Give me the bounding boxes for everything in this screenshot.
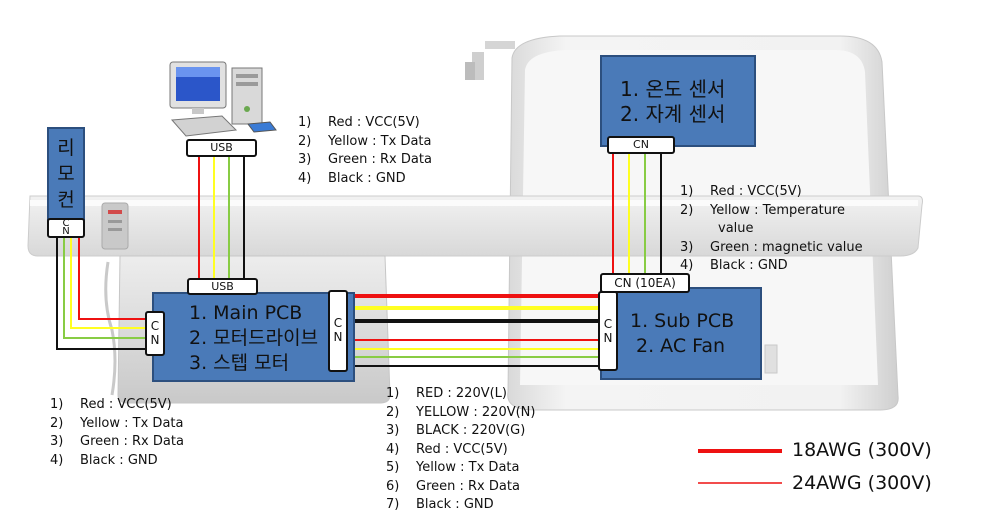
legend-item: 6)Green : Rx Data: [386, 478, 520, 494]
legend-item: 1)Red : VCC(5V): [298, 115, 420, 130]
legend-item: 1)Red : VCC(5V): [50, 397, 172, 412]
sub-connector-label: CN (10EA): [614, 276, 676, 290]
sub-left-connector: C N: [598, 291, 618, 371]
remote-char: 리: [57, 137, 75, 159]
main-left-connector-n: N: [150, 333, 160, 347]
legend-item: 5)Yellow : Tx Data: [386, 460, 520, 475]
remote-wire-legend: 1)Red : VCC(5V) 2)Yellow : Tx Data 3)Gre…: [50, 396, 184, 470]
legend-item: 1)RED : 220V(L): [386, 386, 507, 401]
legend-item: 2)Yellow : Tx Data: [50, 415, 184, 431]
remote-connector: C N: [47, 218, 85, 238]
wire-remote-red: [78, 237, 148, 320]
wire-gauge-label-18awg: 18AWG (300V): [792, 439, 932, 461]
usb-bottom-label: USB: [211, 280, 234, 293]
wire-gauge-label-24awg: 24AWG (300V): [792, 472, 932, 494]
main-left-connector-c: C: [150, 319, 160, 333]
legend-item: 1)Red : VCC(5V): [680, 184, 802, 199]
legend-item: 2)YELLOW : 220V(N): [386, 404, 536, 420]
sub-pcb-box: 1. Sub PCB 2. AC Fan: [600, 287, 762, 380]
usb-wire-legend: 1)Red : VCC(5V) 2)Yellow : Tx Data 3)Gre…: [298, 114, 432, 188]
main-wire-legend: 1)RED : 220V(L) 2)YELLOW : 220V(N) 3)BLA…: [386, 385, 535, 515]
sub-pcb-line: 2. AC Fan: [636, 335, 726, 357]
legend-item: 3)BLACK : 220V(G): [386, 423, 526, 438]
main-pcb-line: 3. 스텝 모터: [189, 352, 290, 374]
usb-top-connector: USB: [186, 139, 257, 157]
legend-item: 4)Black : GND: [298, 170, 406, 186]
wire-remote-green: [63, 237, 148, 339]
remote-box: 리 모 컨: [47, 127, 85, 234]
sub-pcb-line: 1. Sub PCB: [630, 310, 735, 332]
legend-item: 4)Black : GND: [50, 452, 158, 468]
sensor-connector-label: CN: [633, 138, 649, 151]
main-pcb-line: 1. Main PCB: [189, 302, 303, 324]
computer-icon: [169, 61, 277, 137]
sensor-line: 1. 온도 센서: [620, 77, 726, 101]
main-pcb-box: 1. Main PCB 2. 모터드라이브 3. 스텝 모터: [152, 292, 355, 382]
main-right-connector-n: N: [333, 330, 343, 344]
sub-connector-10ea: CN (10EA): [600, 273, 690, 293]
legend-item: 2)Yellow : Temperature: [680, 202, 846, 218]
sensor-line: 2. 자계 센서: [620, 102, 726, 126]
sensor-wire-legend: 1)Red : VCC(5V) 2)Yellow : Temperature v…: [680, 183, 863, 276]
usb-top-label: USB: [210, 141, 233, 154]
main-pcb-line: 2. 모터드라이브: [189, 327, 319, 349]
main-right-connector: C N: [328, 290, 348, 372]
sensor-connector: CN: [607, 136, 675, 154]
main-left-connector: C N: [145, 311, 165, 356]
remote-char: 모: [57, 163, 75, 185]
legend-item: 4)Black : GND: [680, 258, 788, 273]
remote-char: 컨: [57, 189, 75, 211]
legend-item: 3)Green : Rx Data: [298, 152, 432, 167]
legend-item: 7)Black : GND: [386, 497, 494, 512]
remote-connector-n: N: [62, 226, 70, 237]
wire-remote-black: [56, 237, 148, 350]
sensor-box: 1. 온도 센서 2. 자계 센서: [600, 55, 756, 147]
sub-left-connector-n: N: [603, 331, 613, 345]
legend-item: 3)Green : Rx Data: [50, 434, 184, 449]
remote-connector-c: C: [62, 218, 70, 229]
legend-item: 2)Yellow : Tx Data: [298, 133, 432, 149]
wire-remote-yellow: [70, 237, 148, 329]
main-right-connector-c: C: [333, 316, 343, 330]
legend-item: 4)Red : VCC(5V): [386, 441, 508, 457]
sub-left-connector-c: C: [603, 317, 613, 331]
usb-bottom-connector: USB: [187, 278, 258, 295]
legend-item: 3)Green : magnetic value: [680, 239, 863, 255]
legend-item: value: [718, 221, 754, 236]
